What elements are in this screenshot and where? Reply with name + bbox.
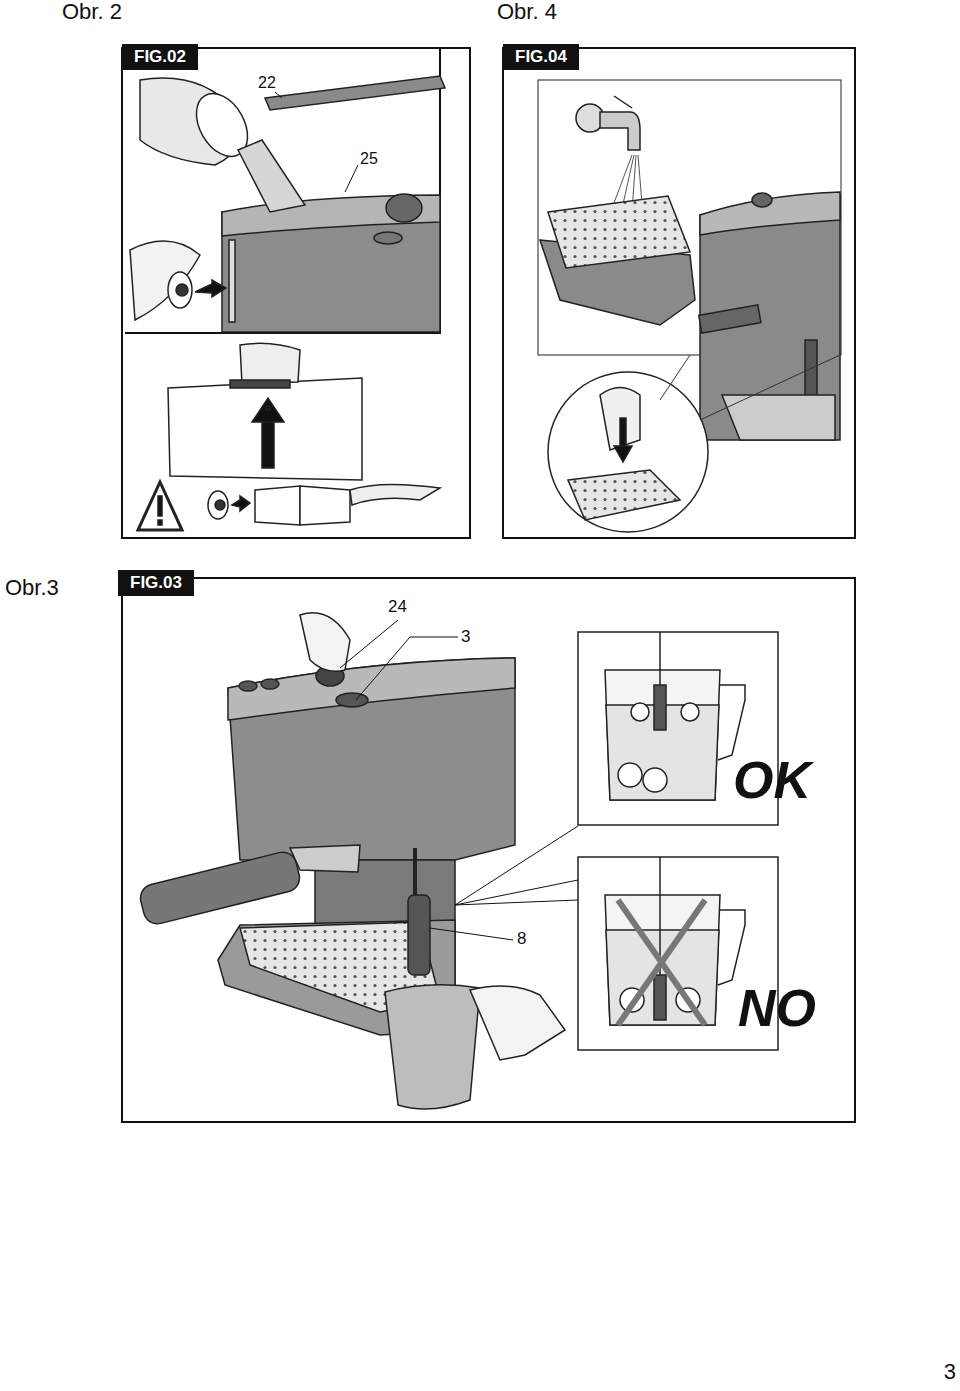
callout-number: Obr. 2 [62,0,122,24]
verdict-text: OK [733,752,811,809]
figure-title: FIG.03 [130,573,182,593]
verdict-text: NO [738,980,816,1037]
callout-number: 3 [461,628,470,647]
callout-number: 3 [944,1360,956,1384]
figure-tab: FIG.02 [122,44,198,70]
figure-title: FIG.02 [134,47,186,67]
callout-number: 25 [360,150,378,168]
callout-number: 8 [517,930,526,949]
figure-tab: FIG.03 [118,570,194,596]
callout-number: 22 [258,74,276,92]
callout-number: 24 [388,598,407,617]
callout-number: Obr.3 [5,576,59,600]
figure-tab: FIG.04 [503,44,579,70]
figure-title: FIG.04 [515,47,567,67]
callout-number: Obr. 4 [497,0,557,24]
